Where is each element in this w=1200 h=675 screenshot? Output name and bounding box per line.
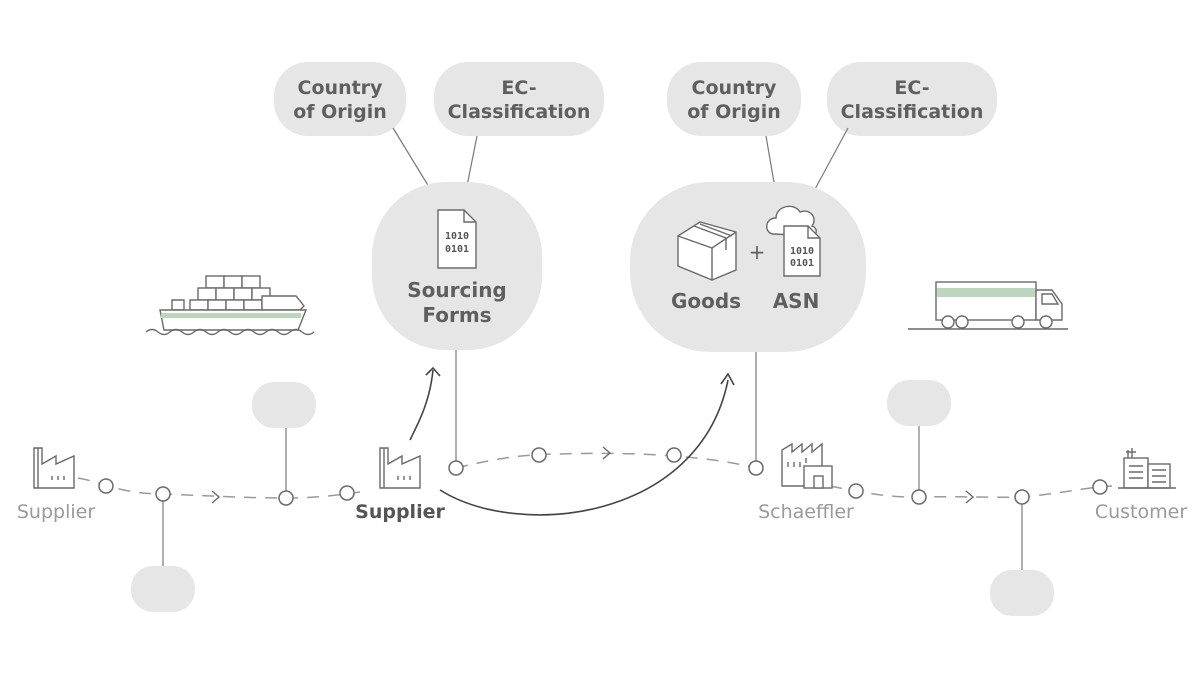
placeholder-bubble bbox=[990, 570, 1054, 616]
placeholder-bubble bbox=[252, 382, 316, 428]
sourcing-label: Forms bbox=[422, 303, 491, 327]
flow-dots bbox=[98, 447, 1108, 506]
node-label-customer: Customer bbox=[1095, 501, 1187, 523]
plus-sign: + bbox=[749, 240, 766, 264]
tag-text: Country bbox=[298, 77, 384, 99]
vertical-connectors bbox=[162, 350, 1023, 570]
factory-icon bbox=[33, 447, 75, 489]
sourcing-forms-bubble: 1010 0101 Sourcing Forms bbox=[372, 182, 542, 350]
tag-ec-classification-1: EC- Classification bbox=[434, 62, 604, 136]
tag-country-of-origin-2: Country of Origin bbox=[667, 62, 801, 136]
flow-arcs bbox=[409, 366, 735, 516]
office-building-icon bbox=[1118, 448, 1176, 489]
asn-label: ASN bbox=[773, 289, 820, 313]
file-bits: 0101 bbox=[790, 258, 814, 269]
goods-label: Goods bbox=[671, 289, 741, 313]
tag-text: Classification bbox=[841, 101, 984, 123]
tag-country-of-origin-1: Country of Origin bbox=[274, 62, 406, 136]
file-bits: 1010 bbox=[445, 231, 469, 242]
placeholder-bubble bbox=[131, 566, 195, 612]
ship-icon bbox=[145, 275, 315, 336]
goods-asn-bubble: + 1010 0101 Goods ASN bbox=[630, 182, 866, 352]
package-icon bbox=[677, 221, 737, 281]
placeholder-bubble bbox=[887, 380, 951, 426]
tag-text: Classification bbox=[448, 101, 591, 123]
tag-text: EC- bbox=[894, 77, 929, 99]
tag-text: Country bbox=[692, 77, 778, 99]
tag-ec-classification-2: EC- Classification bbox=[827, 62, 997, 136]
node-label-supplier-main: Supplier bbox=[355, 501, 445, 523]
tag-text: of Origin bbox=[687, 101, 781, 123]
file-bits: 1010 bbox=[790, 246, 814, 257]
node-label-supplier: Supplier bbox=[17, 501, 95, 523]
file-icon: 1010 0101 bbox=[437, 209, 477, 269]
factory-icon bbox=[379, 447, 421, 489]
flow-path bbox=[77, 446, 1113, 504]
tag-text: EC- bbox=[501, 77, 536, 99]
tag-text: of Origin bbox=[293, 101, 387, 123]
sourcing-label: Sourcing bbox=[407, 278, 507, 302]
file-bits: 0101 bbox=[445, 244, 469, 255]
file-icon: 1010 0101 bbox=[783, 225, 821, 277]
factory-icon bbox=[781, 442, 833, 489]
truck-icon bbox=[908, 281, 1068, 330]
node-label-schaeffler: Schaeffler bbox=[758, 501, 854, 523]
